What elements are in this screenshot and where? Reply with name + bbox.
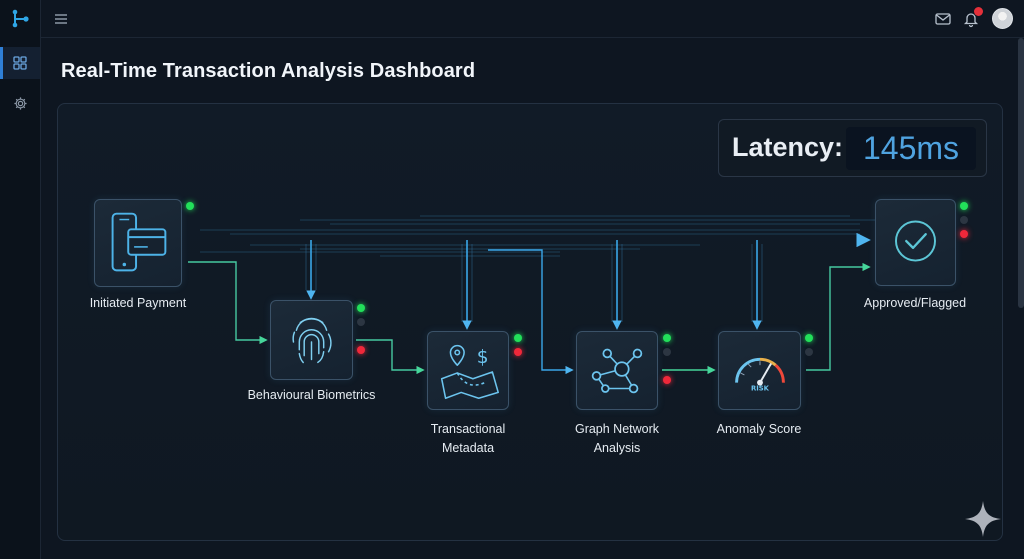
node-approved-flagged[interactable] bbox=[875, 199, 956, 286]
node-graph-network-analysis[interactable] bbox=[576, 331, 658, 410]
status-led-green bbox=[960, 202, 968, 210]
check-circle-icon bbox=[895, 220, 936, 262]
node-label-graph-network-analysis: Graph Network Analysis bbox=[574, 422, 660, 455]
notifications-button[interactable] bbox=[961, 7, 983, 29]
sidebar bbox=[0, 0, 41, 559]
status-led-off bbox=[357, 318, 365, 326]
node-label-approved-flagged: Approved/Flagged bbox=[863, 296, 967, 310]
status-led-green bbox=[357, 304, 365, 312]
network-icon bbox=[591, 348, 643, 394]
status-led-off bbox=[960, 216, 968, 224]
avatar[interactable] bbox=[992, 8, 1013, 29]
map-dollar-icon: $ bbox=[440, 344, 499, 400]
status-led-green bbox=[514, 334, 522, 342]
sidebar-item-dashboard[interactable] bbox=[0, 47, 40, 79]
node-initiated-payment[interactable] bbox=[94, 199, 182, 287]
status-led-off bbox=[663, 348, 671, 356]
node-label-initiated-payment: Initiated Payment bbox=[89, 296, 187, 310]
node-label-transactional-metadata: Transactional Metadata bbox=[430, 422, 506, 455]
status-led-red bbox=[357, 346, 365, 354]
fingerprint-icon bbox=[292, 317, 332, 364]
menu-icon[interactable] bbox=[53, 11, 69, 27]
svg-text:$: $ bbox=[477, 347, 489, 368]
status-led-green bbox=[663, 334, 671, 342]
mail-icon[interactable] bbox=[933, 9, 953, 29]
risk-text: RISK bbox=[751, 384, 770, 392]
risk-gauge-icon: RISK bbox=[735, 357, 785, 392]
node-behavioural-biometrics[interactable] bbox=[270, 300, 353, 380]
node-transactional-metadata[interactable]: $ bbox=[427, 331, 509, 410]
scrollbar[interactable] bbox=[1018, 38, 1024, 308]
top-bar bbox=[41, 0, 1024, 38]
latency-widget: Latency: 145ms bbox=[718, 119, 987, 177]
node-label-behavioural-biometrics: Behavioural Biometrics bbox=[247, 388, 376, 402]
node-anomaly-score[interactable]: RISK bbox=[718, 331, 801, 410]
sidebar-item-settings[interactable] bbox=[0, 87, 40, 119]
sparkle-icon bbox=[965, 501, 1001, 537]
latency-value: 145ms bbox=[846, 127, 976, 170]
bell-icon bbox=[963, 13, 979, 28]
status-led-red bbox=[663, 376, 671, 384]
status-led-green bbox=[186, 202, 194, 210]
page-title: Real-Time Transaction Analysis Dashboard bbox=[61, 60, 476, 82]
gear-icon bbox=[13, 96, 27, 110]
status-led-off bbox=[805, 348, 813, 356]
logo-icon[interactable] bbox=[10, 8, 32, 30]
latency-label: Latency: bbox=[732, 132, 844, 162]
notification-badge bbox=[974, 7, 983, 16]
status-led-red bbox=[514, 348, 522, 356]
status-led-red bbox=[960, 230, 968, 238]
status-led-green bbox=[805, 334, 813, 342]
mobile-card-icon bbox=[111, 212, 167, 272]
grid-icon bbox=[13, 56, 27, 70]
node-label-anomaly-score: Anomaly Score bbox=[716, 422, 802, 436]
